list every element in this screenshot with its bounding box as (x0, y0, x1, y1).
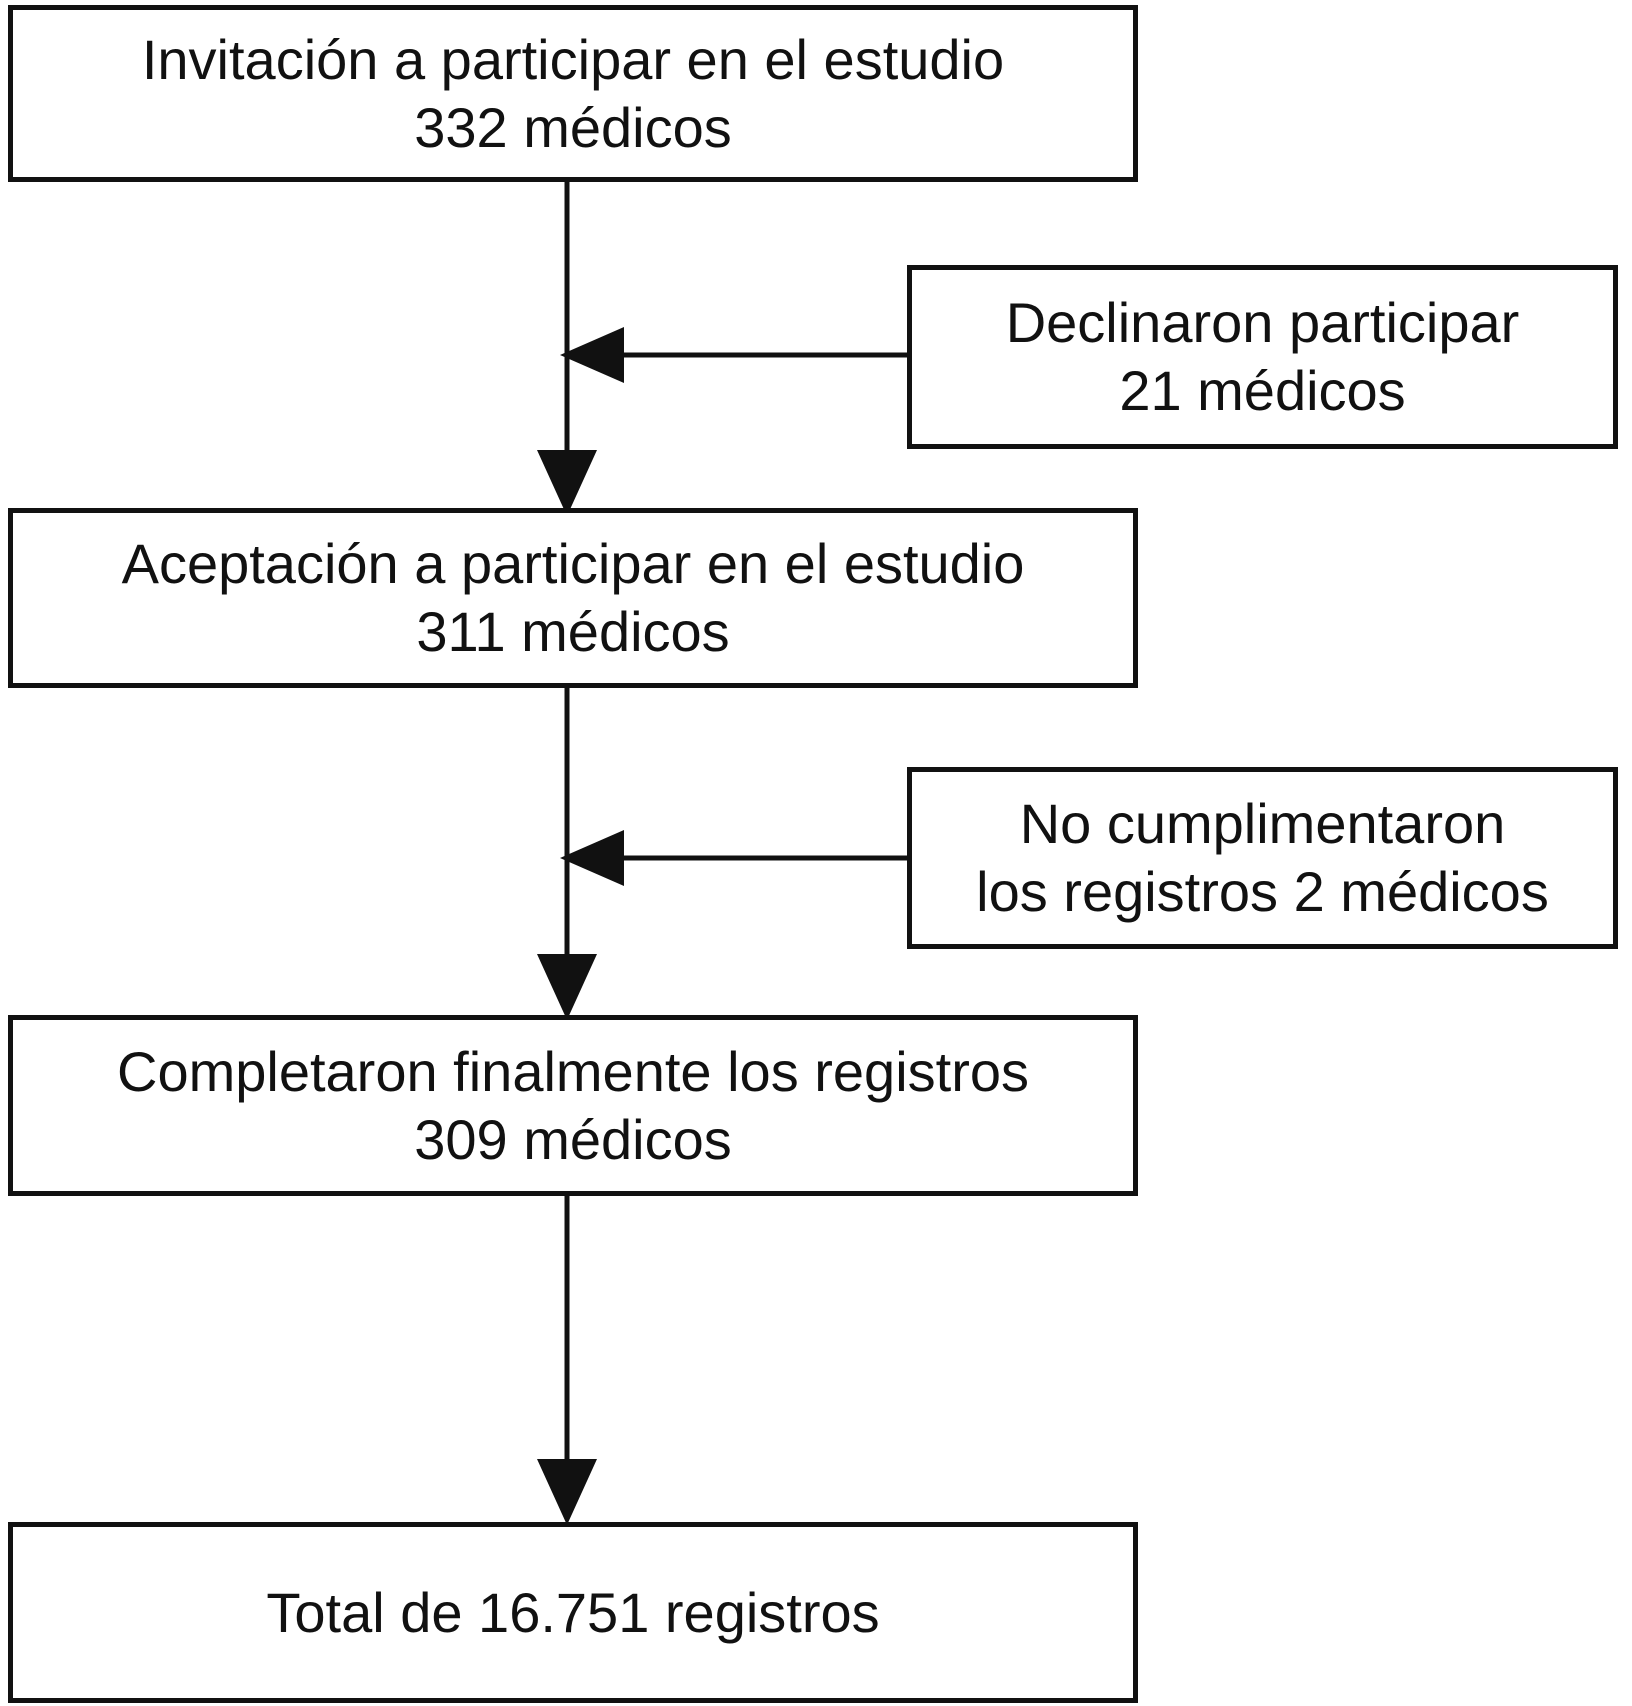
total-records-label: Total de 16.751 registros (266, 1580, 880, 1644)
flow-box-not-completed: No cumplimentaron los registros 2 médico… (907, 767, 1618, 949)
accepted-count: 311 médicos (416, 600, 730, 663)
flow-box-total-records: Total de 16.751 registros (8, 1522, 1138, 1703)
declined-label: Declinaron participar (1005, 291, 1520, 354)
flow-box-accepted: Aceptación a participar en el estudio 31… (8, 508, 1138, 688)
declined-count: 21 médicos (1119, 359, 1406, 422)
not-completed-label: No cumplimentaron (1019, 792, 1506, 855)
invitation-label: Invitación a participar en el estudio (141, 27, 1005, 91)
flow-box-declined: Declinaron participar 21 médicos (907, 265, 1618, 449)
completed-count: 309 médicos (414, 1107, 732, 1171)
accepted-label: Aceptación a participar en el estudio (121, 532, 1025, 595)
arrowhead-left-1-icon (560, 327, 624, 383)
completed-label: Completaron finalmente los registros (117, 1039, 1029, 1103)
flow-box-completed: Completaron finalmente los registros 309… (8, 1015, 1138, 1196)
arrowhead-down-3-icon (537, 1459, 597, 1525)
arrowhead-down-2-icon (537, 954, 597, 1020)
invitation-count: 332 médicos (414, 95, 732, 159)
arrowhead-down-1-icon (537, 450, 597, 516)
not-completed-count: los registros 2 médicos (976, 860, 1549, 923)
flow-box-invitation: Invitación a participar en el estudio 33… (8, 5, 1138, 182)
arrowhead-left-2-icon (560, 830, 624, 886)
